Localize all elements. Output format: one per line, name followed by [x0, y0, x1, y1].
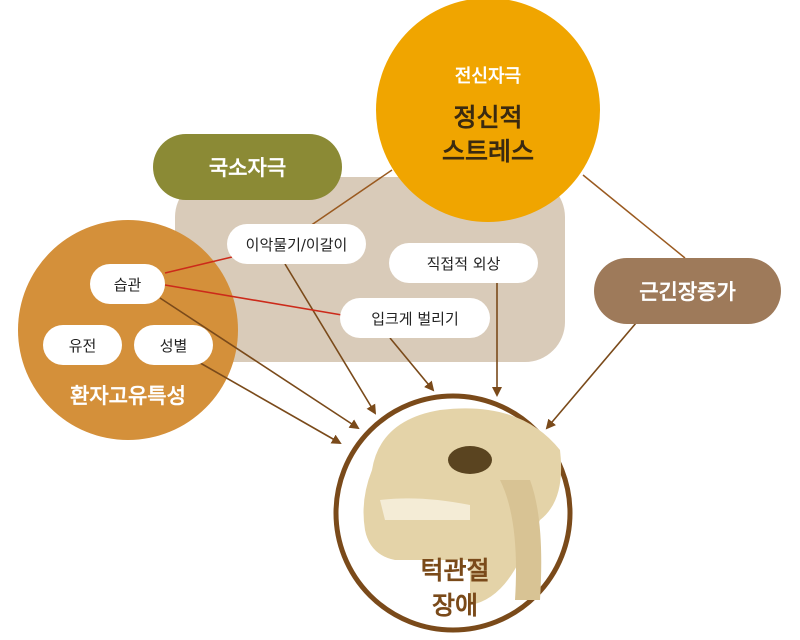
- patient-traits-circle: [18, 220, 238, 440]
- systemic-stimulus-circle: [376, 0, 600, 222]
- arrow-wideopen-tmj: [389, 337, 435, 392]
- tmj-label-line2: 장애: [431, 591, 478, 620]
- wide-open-node: 입크게 벌리기: [340, 298, 490, 338]
- link-stress-clenching: [309, 169, 393, 227]
- trauma-node: 직접적 외상: [389, 243, 538, 283]
- clenching-node: 이악물기/이갈이: [227, 224, 366, 264]
- muscle-tension-label: 근긴장증가: [594, 258, 781, 324]
- local-stimulus-label: 국소자극: [153, 134, 342, 200]
- genetics-node: 유전: [43, 325, 122, 365]
- arrow-habit-tmj: [159, 297, 360, 430]
- link-habit-clenching: [164, 256, 233, 274]
- arrow-sex-tmj: [194, 359, 342, 444]
- link-habit-wideopen: [164, 284, 343, 316]
- mental-stress-line1: 정신적: [453, 103, 523, 132]
- systemic-stimulus-title: 전신자극: [454, 66, 522, 87]
- tmj-label-line1: 턱관절: [420, 556, 490, 585]
- skull-illustration: [363, 408, 562, 605]
- arrow-clenching-tmj: [284, 263, 377, 415]
- arrow-muscle-tmj: [545, 322, 637, 430]
- sex-node: 성별: [134, 325, 213, 365]
- patient-traits-label: 환자고유특성: [70, 384, 186, 408]
- link-stress-muscle: [582, 174, 686, 259]
- mental-stress-line2: 스트레스: [441, 137, 534, 166]
- habit-node: 습관: [90, 264, 165, 304]
